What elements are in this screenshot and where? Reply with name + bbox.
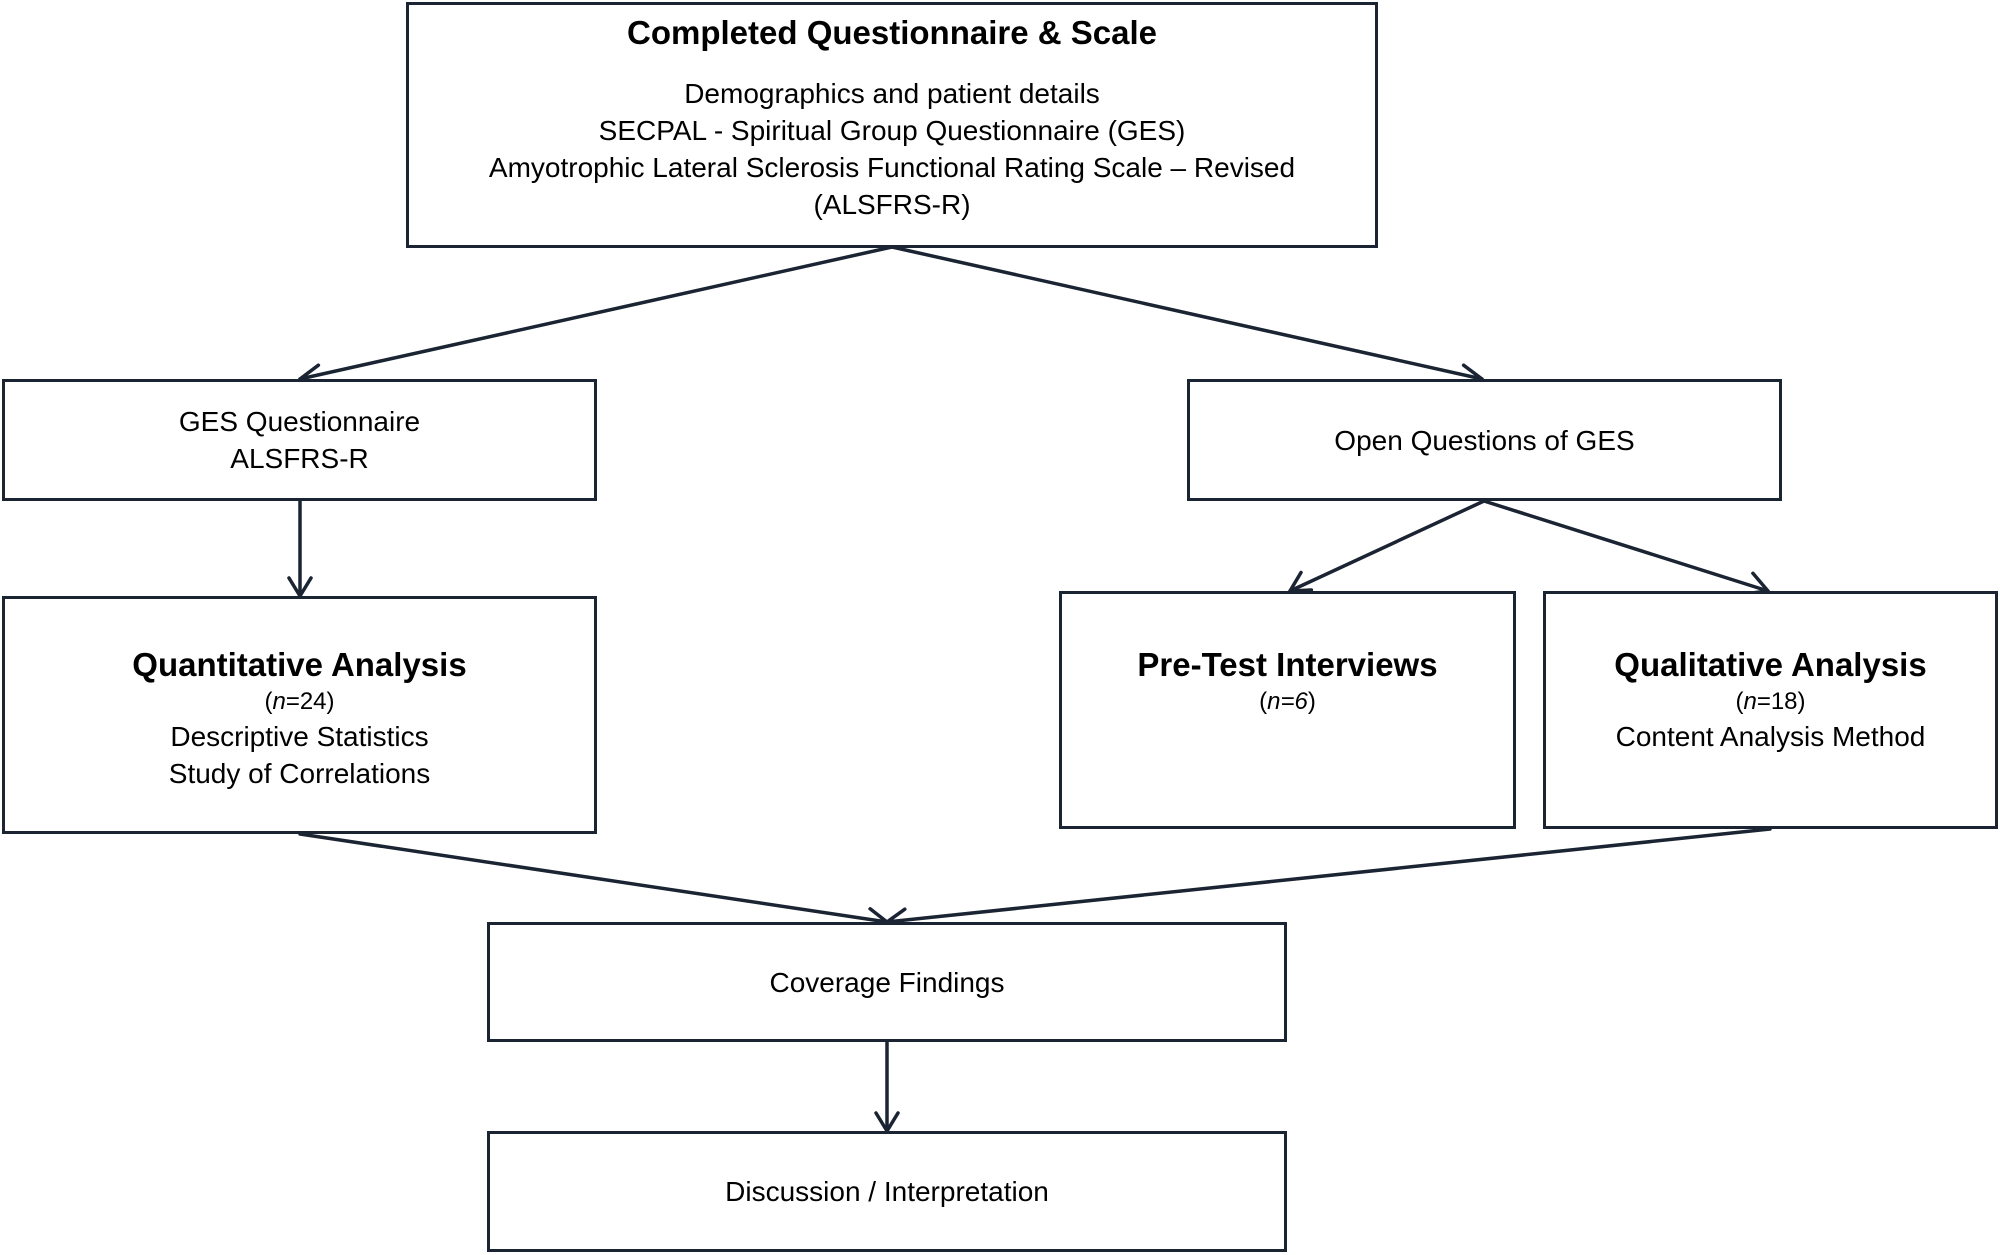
connector-top-to-ges: [298, 245, 894, 381]
alsfrs-abbrev-line: (ALSFRS-R): [813, 189, 971, 220]
connector-open-to-qual: [1482, 499, 1770, 593]
qualitative-n-value: =18: [1756, 688, 1798, 715]
secpal-line: SECPAL - Spiritual Group Questionnaire (…: [598, 115, 1186, 146]
coverage-findings-line: Coverage Findings: [769, 966, 1005, 998]
pre-test-interviews-title: Pre-Test Interviews: [1137, 646, 1438, 683]
qualitative-n-symbol: n: [1743, 688, 1757, 715]
pre-test-sample-size: (n=6): [1259, 688, 1316, 715]
open-questions-box: Open Questions of GES: [1187, 379, 1782, 501]
demographics-line: Demographics and patient details: [684, 78, 1100, 109]
connector-qual-to-coverage: [885, 827, 1772, 924]
content-analysis-method-line: Content Analysis Method: [1615, 721, 1926, 752]
quantitative-sample-size: (n=24): [264, 688, 335, 715]
open-questions-line: Open Questions of GES: [1334, 424, 1635, 456]
discussion-interpretation-line: Discussion / Interpretation: [725, 1176, 1049, 1207]
quantitative-analysis-box: Quantitative Analysis (n=24) Descriptive…: [2, 596, 597, 834]
qualitative-analysis-box: Qualitative Analysis (n=18) Content Anal…: [1543, 591, 1998, 829]
connector-open-to-pretest: [1288, 499, 1486, 593]
connector-quant-to-coverage: [298, 832, 889, 924]
connector-top-to-open: [890, 245, 1484, 381]
completed-questionnaire-title: Completed Questionnaire & Scale: [627, 14, 1157, 51]
ges-questionnaire-box: GES Questionnaire ALSFRS-R: [2, 379, 597, 501]
pre-test-interviews-box: Pre-Test Interviews (n=6): [1059, 591, 1516, 829]
alsfrs-r-line: ALSFRS-R: [230, 443, 369, 474]
descriptive-statistics-line: Descriptive Statistics: [170, 721, 429, 752]
completed-questionnaire-box: Completed Questionnaire & Scale Demograp…: [406, 2, 1378, 248]
quantitative-analysis-title: Quantitative Analysis: [132, 646, 467, 683]
qualitative-analysis-title: Qualitative Analysis: [1614, 646, 1927, 683]
qualitative-sample-size: (n=18): [1735, 688, 1806, 715]
pre-test-n-value: n=6: [1267, 688, 1308, 715]
discussion-interpretation-box: Discussion / Interpretation: [487, 1131, 1287, 1252]
ges-questionnaire-line: GES Questionnaire: [178, 406, 421, 437]
quantitative-n-value: =24: [285, 688, 327, 715]
quantitative-n-symbol: n: [272, 688, 286, 715]
study-of-correlations-line: Study of Correlations: [168, 758, 431, 789]
coverage-findings-box: Coverage Findings: [487, 922, 1287, 1042]
alsfrs-full-name-line: Amyotrophic Lateral Sclerosis Functional…: [488, 152, 1296, 183]
